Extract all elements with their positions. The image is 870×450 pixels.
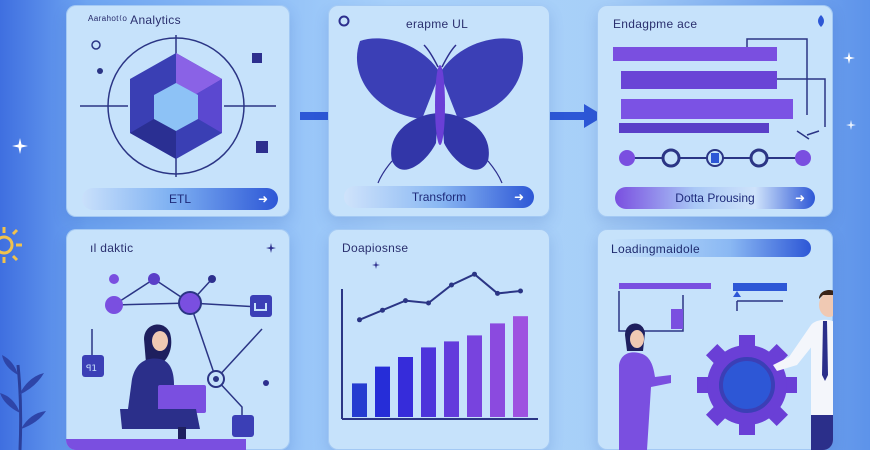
trend-point [380,307,385,313]
trend-point [518,288,523,294]
trend-line [359,273,521,321]
trend-point [357,317,362,323]
panel-title: erapme UL [406,17,469,31]
panel-title: ᴬᵃʳᵃʰᵒᵗ⁽ᵒ Analytics [88,13,181,27]
arrow-right-icon: ➜ [513,190,524,204]
woman-with-laptop-illustration [66,324,246,450]
svg-text:ꟼ1: ꟼ1 [86,364,97,374]
gear-diagram [618,283,833,450]
plant-icon [0,355,46,450]
trend-point [403,298,408,304]
chart-bar [513,316,528,417]
process-diagram [613,38,826,168]
star-icon [266,243,276,253]
chart-bar [352,383,367,417]
panel-title: ıl daktic [90,241,134,255]
analytics-network-panel: ıl daktic ꟼ1 [66,229,290,450]
hexagon-network-illustration [80,35,276,177]
chart-bar [398,357,413,417]
sparkle-icon [846,120,856,130]
trend-point [426,300,431,306]
chart-bar [421,347,436,417]
transform-panel: erapme UL Transform ➜ [328,5,550,217]
data-processing-panel: Endagpme ace Dotta Prousing ➜ [597,5,833,217]
panel-title: Doapiosnse [342,241,409,255]
sparkle-icon [12,138,28,154]
butterfly-illustration [356,38,524,184]
chart-panel: Doapiosnse [328,229,550,450]
trend-point [495,290,500,296]
info-icon [818,15,824,27]
transform-button[interactable]: Transform ➜ [344,186,534,208]
trend-point [449,282,454,288]
loading-bar [609,239,811,257]
network-diagram: ꟼ1 [82,273,272,437]
chart-bar [444,341,459,417]
arrow-right-icon: ➜ [794,191,805,205]
star-icon [372,261,380,269]
panel-title: Endagpme ace [613,17,698,31]
panel-title: Loadingmaidole [611,242,700,256]
chart-bar [375,366,390,417]
chart-bar [490,323,505,417]
chart-bar [467,335,482,417]
etl-button[interactable]: ETL ➜ [82,188,278,210]
sparkle-icon [843,52,855,64]
analytics-panel: ᴬᵃʳᵃʰᵒᵗ⁽ᵒ Analytics ETL ➜ [66,5,290,217]
flow-arrow-icon [548,104,604,128]
sun-icon [0,227,22,263]
trend-point [472,271,477,277]
circle-icon [338,15,350,27]
transform-button-label: Transform [411,190,467,204]
etl-button-label: ETL [168,192,191,206]
arrow-right-icon: ➜ [257,192,268,206]
bar-line-chart [341,271,538,420]
data-processing-button[interactable]: Dotta Prousing ➜ [615,187,815,209]
data-processing-button-label: Dotta Prousing [675,191,755,205]
loading-module-panel: Loadingmaidole [597,229,833,450]
